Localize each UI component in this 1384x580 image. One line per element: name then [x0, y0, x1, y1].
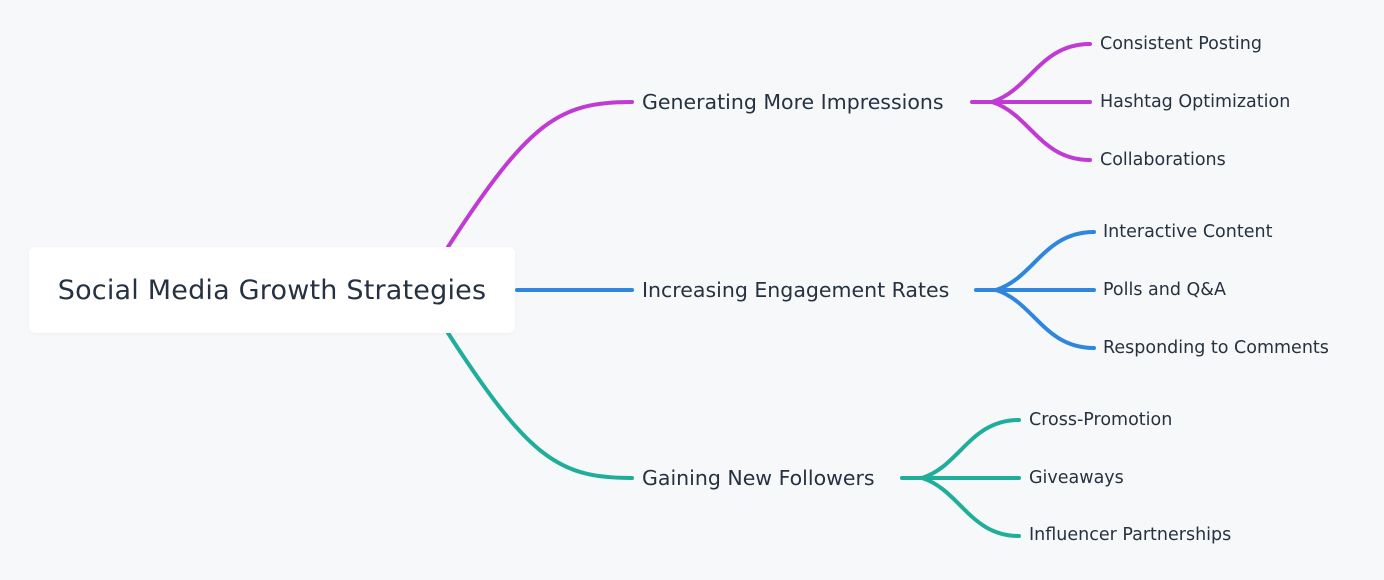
- branch-node-gaining-new-followers[interactable]: Gaining New Followers: [642, 466, 875, 490]
- branch-1-connectors: [446, 42, 1092, 249]
- leaf-node-collaborations[interactable]: Collaborations: [1100, 150, 1226, 170]
- branch-node-generating-more-impressions[interactable]: Generating More Impressions: [642, 90, 944, 114]
- branch-node-increasing-engagement-rates[interactable]: Increasing Engagement Rates: [642, 278, 950, 302]
- branch-3-connectors: [446, 331, 1021, 538]
- leaf-node-giveaways[interactable]: Giveaways: [1029, 468, 1124, 488]
- leaf-node-influencer-partnerships[interactable]: Influencer Partnerships: [1029, 525, 1232, 545]
- leaf-node-cross-promotion[interactable]: Cross-Promotion: [1029, 410, 1173, 430]
- leaf-node-consistent-posting[interactable]: Consistent Posting: [1100, 34, 1262, 54]
- leaf-node-polls-and-qa[interactable]: Polls and Q&A: [1103, 280, 1226, 300]
- root-label: Social Media Growth Strategies: [57, 274, 487, 306]
- root-node[interactable]: Social Media Growth Strategies: [29, 247, 515, 333]
- leaf-node-responding-to-comments[interactable]: Responding to Comments: [1103, 338, 1329, 358]
- leaf-node-hashtag-optimization[interactable]: Hashtag Optimization: [1100, 92, 1291, 112]
- branch-2-connectors: [515, 230, 1096, 350]
- leaf-node-interactive-content[interactable]: Interactive Content: [1103, 222, 1273, 242]
